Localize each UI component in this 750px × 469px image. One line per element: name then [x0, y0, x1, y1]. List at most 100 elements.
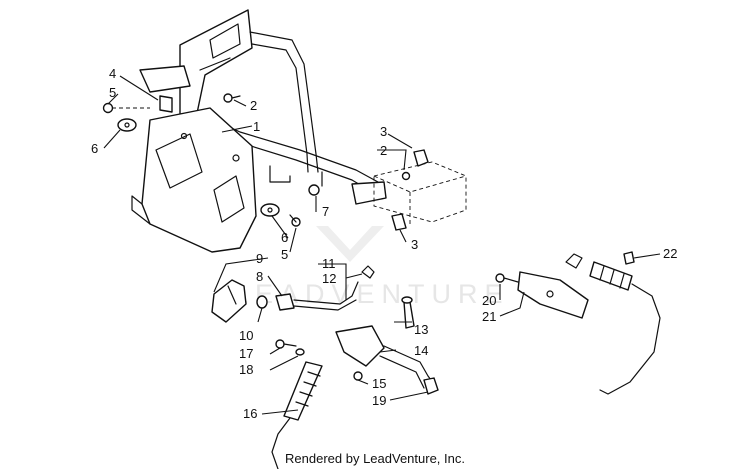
steering-frame-part-1 — [131, 9, 387, 253]
leader-17 — [269, 347, 281, 355]
bolt-20 — [495, 273, 505, 283]
leader-15 — [357, 379, 369, 385]
mount-block-outline — [373, 161, 467, 223]
cable-boot-16 — [283, 361, 323, 421]
callout-6-lower: 6 — [281, 230, 288, 245]
callout-15: 15 — [372, 376, 386, 391]
leader-4 — [119, 75, 159, 101]
leader-lines — [103, 75, 661, 415]
leader-6a — [103, 129, 121, 149]
pivot-pin-13-head — [401, 296, 413, 304]
clip-6-upper-hole — [124, 122, 130, 128]
leader-5b — [289, 227, 297, 253]
leader-14 — [379, 349, 397, 353]
nut-3-upper — [413, 149, 429, 167]
callout-7: 7 — [322, 204, 329, 219]
shift-housing-14 — [335, 325, 385, 367]
shift-cable-run — [599, 283, 661, 395]
callout-5-lower: 5 — [281, 247, 288, 262]
callout-22: 22 — [663, 246, 677, 261]
leader-16 — [261, 409, 299, 415]
leader-5a — [107, 93, 119, 105]
plate-hole-small — [180, 132, 188, 140]
frame-tube-inner — [251, 43, 309, 173]
shift-lever-11-b — [293, 299, 357, 311]
bolt-17-shaft — [283, 343, 297, 347]
plate-cutout-right — [213, 175, 245, 223]
bracket-edge — [199, 57, 231, 71]
bracket-tab — [139, 65, 191, 93]
cross-tube-end-bracket — [351, 181, 387, 205]
leader-8 — [267, 275, 283, 297]
clip-6-upper — [117, 118, 137, 132]
plate-flange — [131, 195, 151, 225]
bolt-17 — [275, 339, 285, 349]
nut-19 — [423, 377, 439, 395]
bracket-hole — [546, 290, 554, 298]
nut-7 — [308, 184, 320, 196]
callout-labels: 1 2 2 3 3 4 5 5 6 6 7 8 9 10 11 12 13 14… — [91, 66, 677, 421]
clip-22 — [623, 251, 635, 265]
bolt-20-shaft — [503, 277, 519, 283]
lower-mount-plate — [141, 107, 257, 253]
callout-13: 13 — [414, 322, 428, 337]
callout-17: 17 — [239, 346, 253, 361]
leader-6b — [271, 215, 289, 239]
shift-knob-9 — [211, 279, 247, 323]
callout-16: 16 — [243, 406, 257, 421]
cable-clevis — [565, 253, 583, 269]
washer-18 — [295, 348, 305, 356]
leader-1 — [221, 125, 253, 133]
frame-tube-outer — [249, 31, 319, 173]
callout-4: 4 — [109, 66, 116, 81]
cable-end-fitting — [589, 261, 633, 291]
right-mount-group — [373, 149, 467, 231]
callout-2-upper: 2 — [250, 98, 257, 113]
washer-10 — [256, 295, 268, 309]
callout-6-left: 6 — [91, 141, 98, 156]
leader-10 — [257, 307, 263, 323]
plate-cutout-left — [155, 133, 203, 189]
nut-8 — [275, 293, 295, 311]
callout-20: 20 — [482, 293, 496, 308]
callout-8: 8 — [256, 269, 263, 284]
leader-3b — [399, 229, 407, 243]
callout-3-lower: 3 — [411, 237, 418, 252]
cable-16 — [271, 417, 291, 469]
upper-bracket-plate — [179, 9, 253, 123]
cable-boot-ribs — [295, 371, 321, 407]
leader-9 — [213, 257, 269, 293]
callout-11: 11 — [322, 256, 336, 271]
callout-21: 21 — [482, 309, 496, 324]
leader-2b — [377, 149, 407, 171]
cable-end-threads — [599, 265, 625, 289]
bolt-head-2-upper — [223, 93, 233, 103]
bolt-shaft — [231, 95, 241, 99]
bolt-head-5 — [102, 102, 114, 114]
watermark: LEADVENTURE — [233, 226, 510, 309]
shift-knob-edge — [227, 285, 237, 305]
plate-hole — [232, 154, 240, 162]
bracket-slot — [209, 23, 241, 59]
clip-6-lower-hole — [267, 207, 273, 213]
shift-lever-group — [211, 265, 439, 469]
shift-shaft-14-b — [379, 355, 425, 389]
bolt-2-right — [401, 171, 411, 181]
bolt-shaft-lower — [289, 214, 297, 223]
leader-2a — [233, 99, 247, 107]
cable-bracket-group — [495, 251, 661, 395]
cross-tube-tab — [269, 165, 291, 183]
callout-5-upper: 5 — [109, 85, 116, 100]
callout-9: 9 — [256, 251, 263, 266]
spring-12 — [361, 265, 375, 279]
leader-22 — [633, 253, 661, 259]
nut-3-lower — [391, 213, 407, 231]
callout-2-right: 2 — [380, 143, 387, 158]
leader-11 — [318, 263, 347, 300]
leader-21 — [499, 291, 525, 317]
leader-18 — [269, 355, 299, 371]
watermark-logo — [316, 226, 384, 262]
callout-10: 10 — [239, 328, 253, 343]
watermark-text: LEADVENTURE — [233, 279, 510, 309]
